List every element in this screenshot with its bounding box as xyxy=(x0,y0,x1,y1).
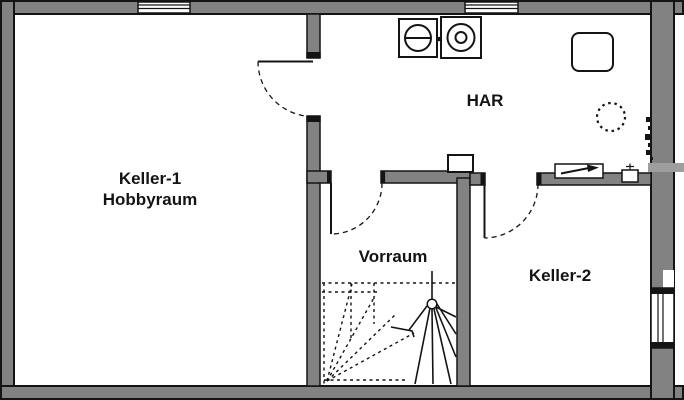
room-label-keller1-line2: Hobbyraum xyxy=(102,189,198,209)
newel-post xyxy=(426,298,438,310)
room-label-keller1-line1: Keller-1 xyxy=(118,169,182,188)
stairs-lower-flight xyxy=(390,271,457,385)
wall-end-cap xyxy=(380,170,386,184)
door-swing xyxy=(483,183,539,239)
wall-bottom xyxy=(0,385,684,400)
door-swing xyxy=(257,60,314,118)
window xyxy=(650,270,675,349)
wall-keller1-vorraum xyxy=(306,115,321,387)
wall-keller1-har-upper xyxy=(306,13,321,59)
wall-box-icon xyxy=(447,154,474,173)
room-label-har: HAR xyxy=(466,91,504,110)
workbench-icon xyxy=(554,163,604,179)
wall-end-cap xyxy=(306,116,321,122)
drain-icon xyxy=(595,101,627,133)
window xyxy=(137,1,191,14)
wall-end-cap xyxy=(306,52,321,58)
dryer-icon xyxy=(398,18,438,58)
room-label-vorraum: Vorraum xyxy=(358,247,428,266)
meter-icon xyxy=(621,163,639,183)
wall-vorraum-keller2 xyxy=(456,177,471,387)
stairs xyxy=(322,271,457,385)
room-label-keller1: Keller-1 Hobbyraum xyxy=(50,169,250,210)
room-label-keller2: Keller-2 xyxy=(528,266,592,285)
door-swing xyxy=(330,182,383,235)
wall-top xyxy=(0,0,684,15)
boiler-icon xyxy=(571,32,614,72)
pipe-marks xyxy=(645,117,653,160)
wall-left xyxy=(0,0,15,400)
wall-end-cap xyxy=(480,172,485,186)
wall-end-cap xyxy=(537,172,542,186)
har-symbols xyxy=(398,16,653,183)
doors xyxy=(257,60,539,239)
right-margin xyxy=(675,15,684,385)
washer-icon xyxy=(440,16,482,59)
window xyxy=(464,1,519,14)
lightwell-band xyxy=(648,163,684,172)
wall-end-cap xyxy=(327,170,332,184)
windows xyxy=(137,1,684,349)
stairs-upper-flight-dashed xyxy=(322,282,456,384)
